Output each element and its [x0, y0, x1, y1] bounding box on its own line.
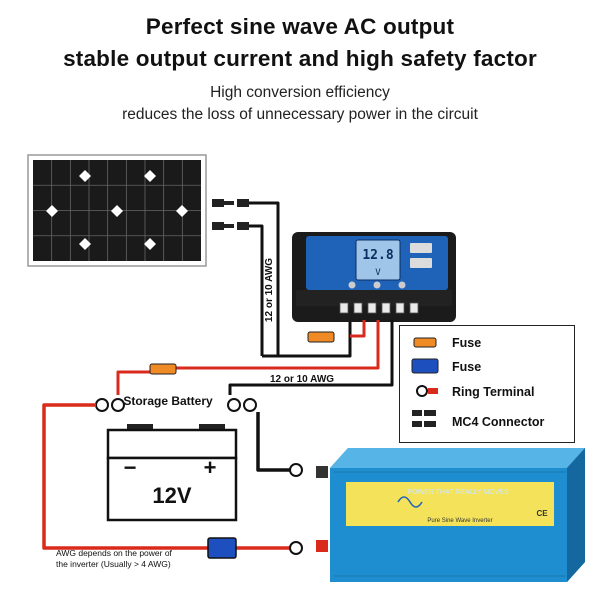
inverter-awg-note-1: AWG depends on the power of [56, 548, 173, 558]
awg-vertical-label: 12 or 10 AWG [264, 258, 275, 322]
panel-wires [249, 201, 352, 358]
legend-label-ring-terminal: Ring Terminal [452, 385, 535, 399]
controller-display-unit: V [375, 268, 381, 278]
battery-minus-sign: − [124, 455, 137, 480]
battery-voltage: 12V [152, 483, 191, 508]
inverter-brand: POWER THAT REALLY MOVES [407, 489, 509, 496]
legend-label-fuse-orange: Fuse [452, 336, 482, 350]
battery-title: Storage Battery [123, 394, 213, 408]
solar-panel [27, 154, 207, 267]
charge-controller: 12.8 V [292, 232, 456, 322]
subheading-line-2: reduces the loss of unnecessary power in… [122, 106, 478, 123]
storage-battery [106, 424, 238, 522]
controller-display-value: 12.8 [362, 248, 393, 263]
heading-line-1: Perfect sine wave AC output [145, 14, 455, 39]
legend: Fuse Fuse Ring Terminal MC4 Connector [399, 325, 575, 443]
mc4-connector-icon [212, 199, 249, 230]
battery-plus-sign: + [204, 455, 217, 480]
heading-line-2: stable output current and high safety fa… [63, 46, 537, 71]
subheading-line-1: High conversion efficiency [210, 84, 390, 101]
awg-horizontal-label: 12 or 10 AWG [270, 374, 334, 385]
inverter-awg-note-2: the inverter (Usually > 4 AWG) [56, 559, 171, 569]
legend-label-mc4: MC4 Connector [452, 415, 545, 429]
inverter-terminal-negative [316, 466, 328, 478]
ring-terminal-icon [95, 398, 257, 412]
inverter-subtitle: Pure Sine Wave Inverter [427, 518, 492, 524]
ring-terminal-icon [416, 385, 438, 397]
ring-terminal-icon [289, 463, 303, 555]
blue-fuse-icon [207, 537, 237, 559]
orange-fuse-icon [413, 337, 437, 348]
inverter-terminal-positive [316, 540, 328, 552]
inverter-ce-mark: CE [536, 509, 548, 518]
orange-fuse-icon [149, 363, 177, 375]
inverter: CE [330, 448, 585, 582]
orange-fuse-icon [307, 331, 335, 343]
legend-label-fuse-blue: Fuse [452, 360, 482, 374]
mc4-connector-icon [412, 410, 436, 427]
blue-fuse-icon [411, 358, 439, 374]
battery-inverter-wires [42, 403, 290, 550]
